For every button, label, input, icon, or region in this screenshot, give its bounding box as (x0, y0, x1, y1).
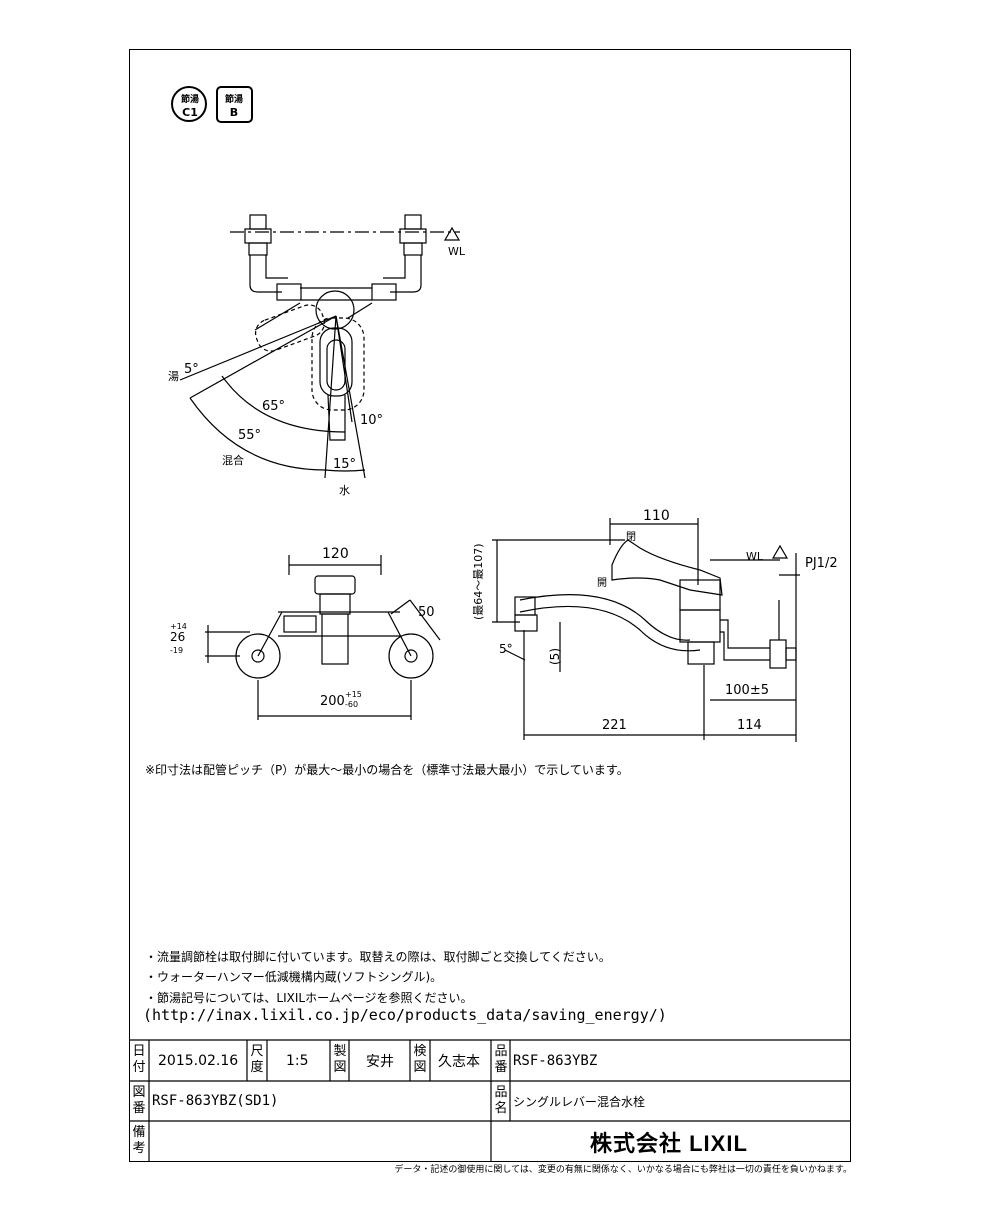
drawing-frame (129, 49, 851, 1162)
footnote: ※印寸法は配管ピッチ（P）が最大～最小の場合を（標準寸法最大最小）で示しています… (145, 763, 629, 777)
side-view-drawing (492, 518, 800, 742)
note-1: ・流量調節栓は取付脚に付いています。取替えの際は、取付脚ごと交換してください。 (145, 950, 611, 964)
water-label: 水 (339, 484, 350, 497)
top-view-drawing (179, 214, 460, 479)
hot-label: 湯 (168, 370, 179, 383)
front-height-tol-minus: -19 (170, 646, 184, 655)
side-top-dim: 110 (643, 508, 670, 524)
angle-10: 10° (360, 413, 384, 428)
reference-url: (http://inax.lixil.co.jp/eco/products_da… (143, 1006, 667, 1024)
front-height-dim: 26 (170, 630, 186, 644)
date-value: 2015.02.16 (158, 1052, 239, 1069)
company-logo: 株式会社 LIXIL (590, 1131, 748, 1156)
side-pj-label: PJ1/2 (805, 556, 838, 571)
angle-65: 65° (262, 399, 286, 414)
scale-value: 1:5 (286, 1052, 309, 1069)
angle-15: 15° (333, 457, 357, 472)
checked-label: 検図 (413, 1044, 427, 1075)
side-open-label: 開 (597, 578, 607, 589)
side-dim-221: 221 (602, 718, 627, 733)
checked-value: 久志本 (438, 1053, 480, 1070)
disclaimer: データ・記述の御使用に関しては、変更の有無に関係なく、いかなる場合にも弊社は一切… (394, 1165, 852, 1175)
side-paren-dim: (5) (548, 648, 562, 665)
title-block-grid (129, 1039, 851, 1162)
front-view-drawing (205, 555, 441, 720)
saving-badge-c1-icon (171, 86, 207, 122)
badge-b-bottom: B (229, 106, 239, 119)
product-no-value: RSF-863YBZ (513, 1052, 598, 1069)
front-pitch-tol-plus: +15 (345, 690, 362, 699)
angle-55: 55° (238, 428, 262, 443)
note-2: ・ウォーターハンマー低減機構内蔵(ソフトシングル)。 (145, 970, 443, 984)
front-diag-dim: 50 (418, 605, 435, 620)
product-no-label: 品番 (494, 1044, 508, 1075)
side-vertical-dim: (最64～最107) (472, 543, 485, 620)
angle-5: 5° (184, 362, 199, 377)
drawn-value: 安井 (366, 1053, 394, 1070)
front-height-tol-plus: +14 (170, 622, 187, 631)
date-label: 日付 (132, 1044, 146, 1075)
note-3: ・節湯記号については、LIXILホームページを参照ください。 (145, 991, 473, 1005)
front-pitch-tol-minus: -60 (345, 700, 359, 709)
front-width-dim: 120 (322, 546, 349, 562)
remarks-label: 備考 (132, 1125, 146, 1156)
top-wl-label: WL (448, 245, 466, 258)
mix-label: 混合 (222, 454, 244, 467)
saving-badge-b-icon (216, 86, 253, 123)
scale-label: 尺度 (250, 1044, 264, 1075)
side-wl-label: WL (746, 550, 764, 563)
side-closed-label: 閉 (626, 532, 636, 543)
side-dim-100: 100±5 (725, 683, 769, 698)
side-dim-114: 114 (737, 718, 762, 733)
side-angle-label: 5° (499, 642, 513, 656)
drawing-no-label: 図番 (132, 1085, 146, 1116)
product-name-label: 品名 (494, 1085, 508, 1116)
drawing-no-value: RSF-863YBZ(SD1) (152, 1093, 279, 1109)
front-pitch-dim: 200 (320, 694, 345, 709)
badge-b-top: 節湯 (224, 95, 243, 105)
product-name-value: シングルレバー混合水栓 (513, 1094, 646, 1109)
badge-c1-bottom: C1 (182, 106, 198, 119)
badge-c1-top: 節湯 (180, 95, 199, 105)
drawn-label: 製図 (333, 1044, 347, 1075)
